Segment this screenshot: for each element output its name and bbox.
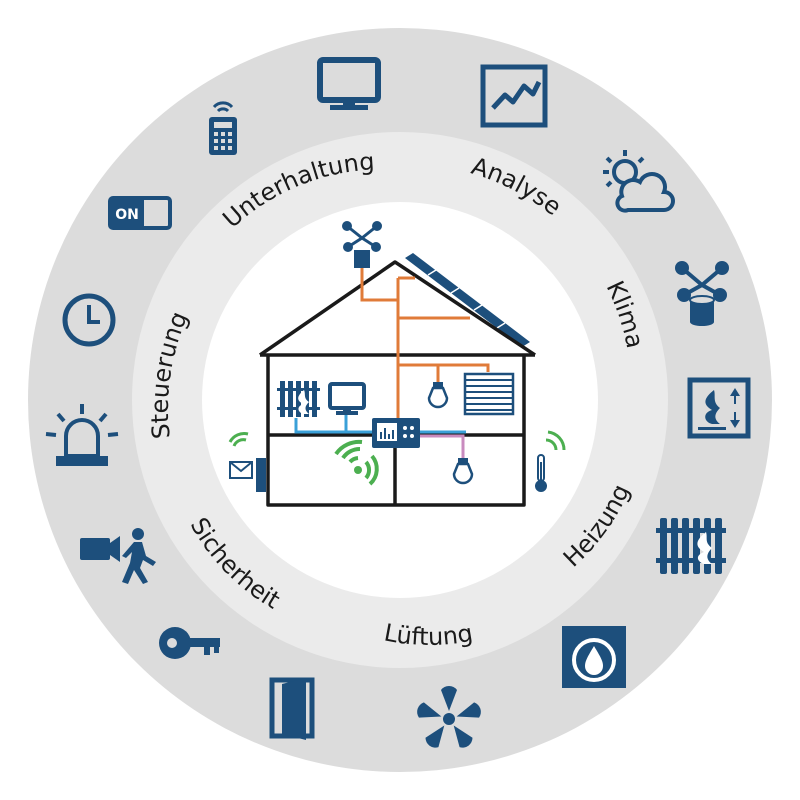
switch-on-label: ON	[115, 207, 139, 223]
ceiling-light-bulb-icon	[427, 382, 449, 409]
control-panel-icon	[372, 418, 420, 448]
window-blinds-icon	[463, 372, 515, 416]
smart-house-illustration	[228, 221, 566, 507]
room-tv-icon	[328, 382, 366, 415]
water-drop-icon	[562, 626, 626, 688]
alarm-siren-icon	[45, 404, 119, 466]
thermometer-icon	[535, 430, 566, 492]
room-light-bulb-icon	[452, 458, 474, 485]
center-disc	[202, 202, 598, 598]
weather-station-icon	[675, 261, 729, 326]
remote-control-icon	[209, 101, 237, 155]
thermostat-panel-icon	[687, 377, 751, 439]
analytics-chart-icon	[480, 64, 548, 128]
door-icon	[269, 677, 315, 740]
radiator-icon	[656, 518, 726, 574]
key-icon	[159, 627, 220, 659]
room-radiator-icon	[277, 381, 320, 417]
clock-icon	[62, 293, 116, 347]
motion-camera-icon	[80, 528, 156, 584]
solar-panel-icon	[405, 253, 530, 347]
mailbox-icon	[228, 432, 266, 492]
on-switch-icon: ON	[108, 196, 172, 230]
sun-cloud-icon	[603, 150, 675, 213]
wireless-signal-icon	[334, 439, 379, 486]
fan-icon	[417, 686, 481, 748]
monitor-icon	[317, 57, 381, 110]
roof-weather-station-icon	[342, 221, 382, 268]
